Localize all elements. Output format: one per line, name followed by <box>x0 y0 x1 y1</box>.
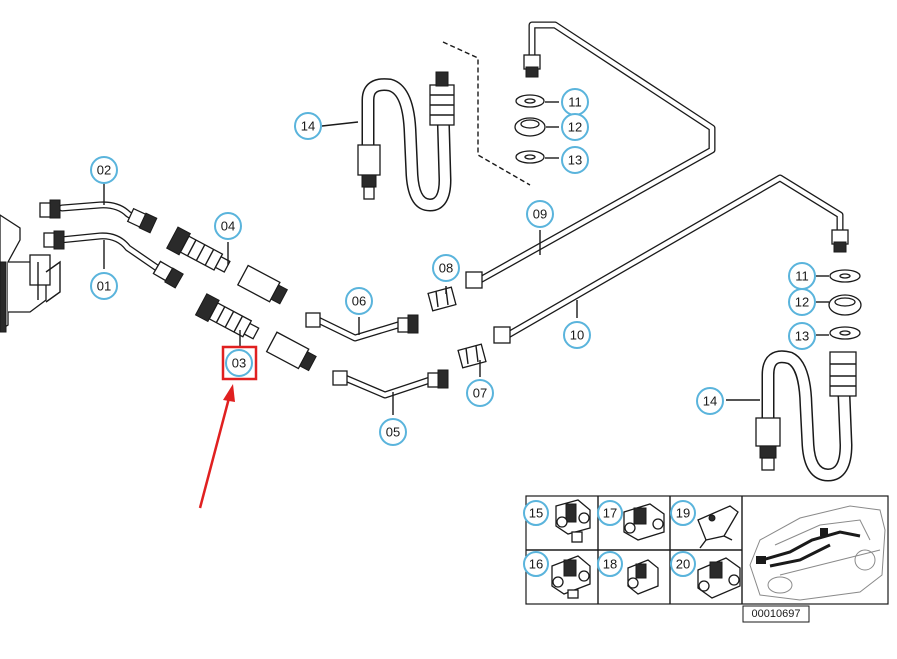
brake-hose-lower <box>755 350 857 482</box>
clip-17-icon <box>623 503 665 541</box>
svg-text:12: 12 <box>795 295 809 310</box>
callout-09: 09 <box>526 200 554 228</box>
callout-11-right: 11 <box>788 262 816 290</box>
callout-02: 02 <box>90 156 118 184</box>
clip-15-icon <box>555 499 591 543</box>
washer-set-right <box>828 269 862 340</box>
svg-text:14: 14 <box>301 119 315 134</box>
svg-text:11: 11 <box>795 269 809 284</box>
svg-text:19: 19 <box>676 506 690 521</box>
svg-text:09: 09 <box>533 207 547 222</box>
callout-12-right: 12 <box>788 288 816 316</box>
callout-18: 18 <box>597 551 623 577</box>
brake-line-01 <box>43 230 184 289</box>
callout-03: 03 <box>225 349 253 377</box>
callout-17: 17 <box>597 500 623 526</box>
brake-line-02 <box>39 199 158 234</box>
callout-14-top: 14 <box>294 112 322 140</box>
svg-text:05: 05 <box>386 425 400 440</box>
svg-text:16: 16 <box>529 557 543 572</box>
pointer-arrow <box>198 384 235 509</box>
callout-12-top: 12 <box>561 113 589 141</box>
callout-15: 15 <box>523 500 549 526</box>
svg-text:10: 10 <box>570 328 584 343</box>
svg-text:17: 17 <box>603 506 617 521</box>
callout-01: 01 <box>90 272 118 300</box>
clip-16-icon <box>551 555 591 599</box>
callout-08: 08 <box>432 254 460 282</box>
svg-text:14: 14 <box>703 394 717 409</box>
pressure-valve-04 <box>166 226 289 305</box>
svg-text:06: 06 <box>352 294 366 309</box>
union-07 <box>457 343 487 369</box>
callout-19: 19 <box>670 500 696 526</box>
svg-text:08: 08 <box>439 261 453 276</box>
callout-10: 10 <box>563 321 591 349</box>
svg-text:20: 20 <box>676 557 690 572</box>
callout-04: 04 <box>214 212 242 240</box>
callout-07: 07 <box>466 379 494 407</box>
callout-14-right: 14 <box>696 387 724 415</box>
callout-16: 16 <box>523 551 549 577</box>
svg-text:12: 12 <box>568 120 582 135</box>
clip-18-icon <box>627 559 659 595</box>
brake-pipe-09 <box>465 21 716 289</box>
callout-05: 05 <box>379 418 407 446</box>
car-location-icon <box>749 505 886 601</box>
svg-text:02: 02 <box>97 163 111 178</box>
svg-text:04: 04 <box>221 219 235 234</box>
callout-13-right: 13 <box>788 322 816 350</box>
pressure-valve-03 <box>194 293 317 372</box>
callout-13-top: 13 <box>561 146 589 174</box>
callout-06: 06 <box>345 287 373 315</box>
svg-text:03: 03 <box>232 356 246 371</box>
leader-dashed-top <box>442 41 531 186</box>
brake-master-cylinder <box>0 214 61 333</box>
callout-11-top: 11 <box>561 88 589 116</box>
svg-text:11: 11 <box>568 95 582 110</box>
svg-text:18: 18 <box>603 557 617 572</box>
clip-20-icon <box>697 557 741 599</box>
svg-text:07: 07 <box>473 386 487 401</box>
callout-03-highlighted[interactable]: 03 <box>221 345 258 381</box>
brake-pipe-06 <box>305 312 419 342</box>
clip-19-icon <box>697 505 739 549</box>
svg-text:13: 13 <box>568 153 582 168</box>
svg-text:01: 01 <box>97 279 111 294</box>
diagram-reference-number: 00010697 <box>742 605 810 623</box>
svg-text:00010697: 00010697 <box>752 608 801 620</box>
washer-set-top <box>514 94 546 164</box>
svg-text:13: 13 <box>795 329 809 344</box>
brake-pipe-10 <box>493 174 849 344</box>
callout-20: 20 <box>670 551 696 577</box>
leader-lines <box>103 101 829 415</box>
clip-inset-panel: 15 16 17 18 19 20 <box>523 495 889 605</box>
union-08 <box>427 286 457 312</box>
brake-pipe-05 <box>332 369 449 399</box>
brake-hose-upper <box>357 71 455 212</box>
svg-text:15: 15 <box>529 506 543 521</box>
